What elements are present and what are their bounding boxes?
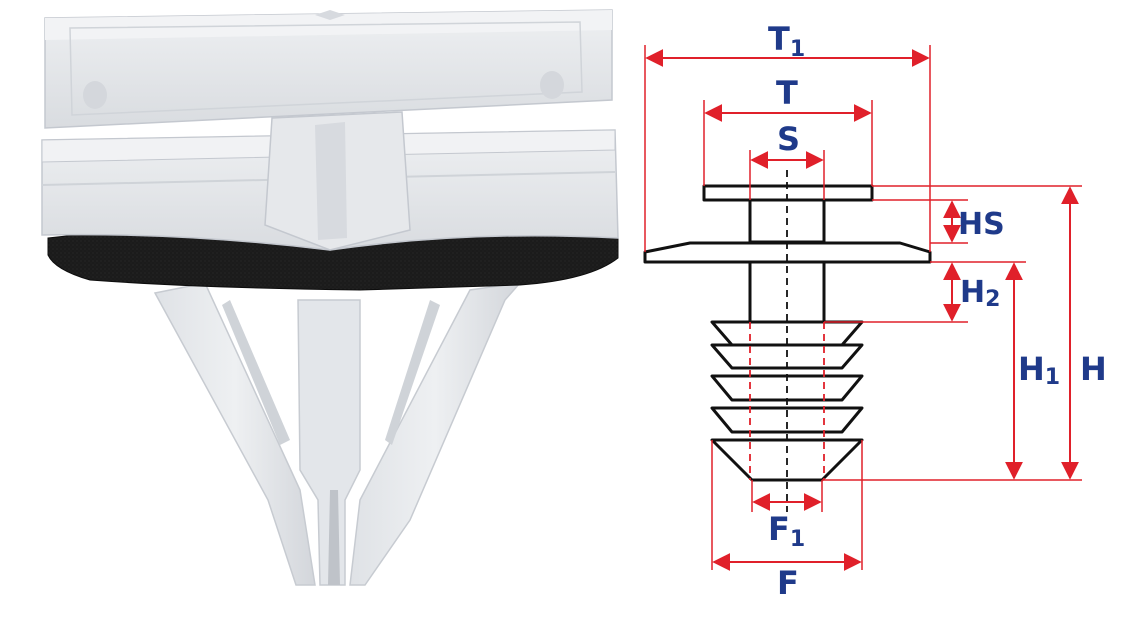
label-f: F — [777, 564, 799, 602]
label-s: S — [777, 120, 800, 158]
label-f1: F1 — [768, 510, 805, 552]
dimension-arrows — [645, 49, 1079, 571]
label-hs: HS — [958, 207, 1005, 242]
clip-legs — [153, 281, 522, 586]
clip-product-photo — [41, 9, 619, 586]
label-h: H — [1080, 350, 1107, 388]
label-h1: H1 — [1018, 350, 1060, 390]
drawing-hidden-lines — [749, 170, 825, 512]
label-t: T — [776, 74, 798, 112]
dimension-labels: T1 T S HS H2 H1 H F1 F — [768, 20, 1107, 602]
label-t1: T1 — [768, 20, 805, 62]
drawing-top-cap — [702, 184, 874, 202]
label-h2: H2 — [960, 275, 1000, 312]
extension-lines — [644, 45, 1082, 570]
